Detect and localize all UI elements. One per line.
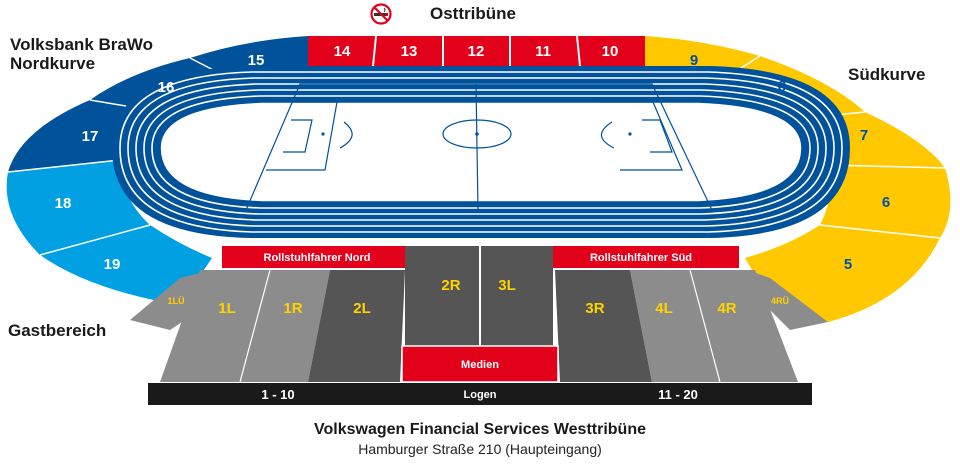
east-stand-title: Osttribüne — [430, 4, 516, 23]
label-16: 16 — [158, 79, 175, 96]
wheelchair-south-area — [543, 246, 739, 268]
label-5: 5 — [844, 256, 852, 273]
block-4r[interactable] — [690, 270, 798, 382]
label-12: 12 — [468, 43, 485, 60]
label-1r: 1R — [283, 300, 302, 317]
label-1l: 1L — [218, 300, 236, 317]
block-18[interactable] — [6, 160, 150, 255]
label-logen-left: 1 - 10 — [261, 387, 294, 402]
label-17: 17 — [82, 128, 99, 145]
block-4ru[interactable] — [748, 270, 828, 330]
label-3l: 3L — [498, 277, 516, 294]
block-2l[interactable] — [308, 270, 405, 382]
label-media: Medien — [461, 359, 499, 371]
block-14[interactable] — [308, 36, 376, 66]
label-wheelchair-south: Rollstuhlfahrer Süd — [590, 252, 692, 264]
block-10[interactable] — [577, 36, 645, 66]
west-stand — [130, 246, 828, 405]
label-1lu: 1LÜ — [167, 296, 184, 306]
address: Hamburger Straße 210 (Haupteingang) — [358, 441, 602, 457]
block-3l[interactable] — [481, 246, 553, 346]
label-logen: Logen — [464, 389, 497, 401]
block-6[interactable] — [820, 165, 951, 238]
label-19: 19 — [104, 256, 121, 273]
guest-area-title: Gastbereich — [8, 321, 107, 340]
label-logen-right: 11 - 20 — [658, 387, 698, 402]
block-13[interactable] — [376, 36, 443, 66]
block-2r[interactable] — [405, 246, 479, 346]
label-2r: 2R — [441, 277, 460, 294]
label-7: 7 — [860, 127, 868, 144]
label-11: 11 — [535, 43, 551, 60]
media-area — [401, 345, 559, 383]
label-18: 18 — [55, 195, 72, 212]
label-6: 6 — [882, 194, 890, 211]
west-stand-title: Volkswagen Financial Services Westtribün… — [314, 421, 646, 438]
wheelchair-north-area — [222, 246, 412, 268]
label-4r: 4R — [717, 300, 736, 317]
label-4ru: 4RÜ — [771, 296, 789, 306]
north-curve-title-line2: Nordkurve — [10, 53, 96, 73]
label-wheelchair-north: Rollstuhlfahrer Nord — [264, 252, 371, 264]
block-19[interactable] — [40, 225, 212, 305]
north-curve-title: Volksbank BraWo Nordkurve — [10, 35, 210, 73]
loge-bar — [148, 383, 812, 405]
football-pitch — [245, 83, 713, 211]
label-15: 15 — [248, 52, 265, 69]
block-3r[interactable] — [555, 270, 652, 382]
running-track — [112, 66, 850, 238]
north-curve-title-line1: Volksbank BraWo — [10, 35, 153, 54]
label-10: 10 — [602, 43, 619, 60]
label-8: 8 — [778, 78, 786, 95]
label-13: 13 — [401, 43, 418, 60]
label-9: 9 — [690, 52, 698, 69]
label-2l: 2L — [353, 300, 371, 317]
label-4l: 4L — [655, 300, 673, 317]
label-14: 14 — [334, 43, 351, 60]
block-12[interactable] — [443, 36, 510, 66]
south-curve-title: Südkurve — [848, 65, 926, 84]
no-smoking-icon — [370, 3, 392, 25]
east-stand — [308, 35, 645, 67]
block-1l[interactable] — [160, 270, 270, 382]
label-3r: 3R — [585, 300, 604, 317]
block-11[interactable] — [510, 36, 577, 66]
